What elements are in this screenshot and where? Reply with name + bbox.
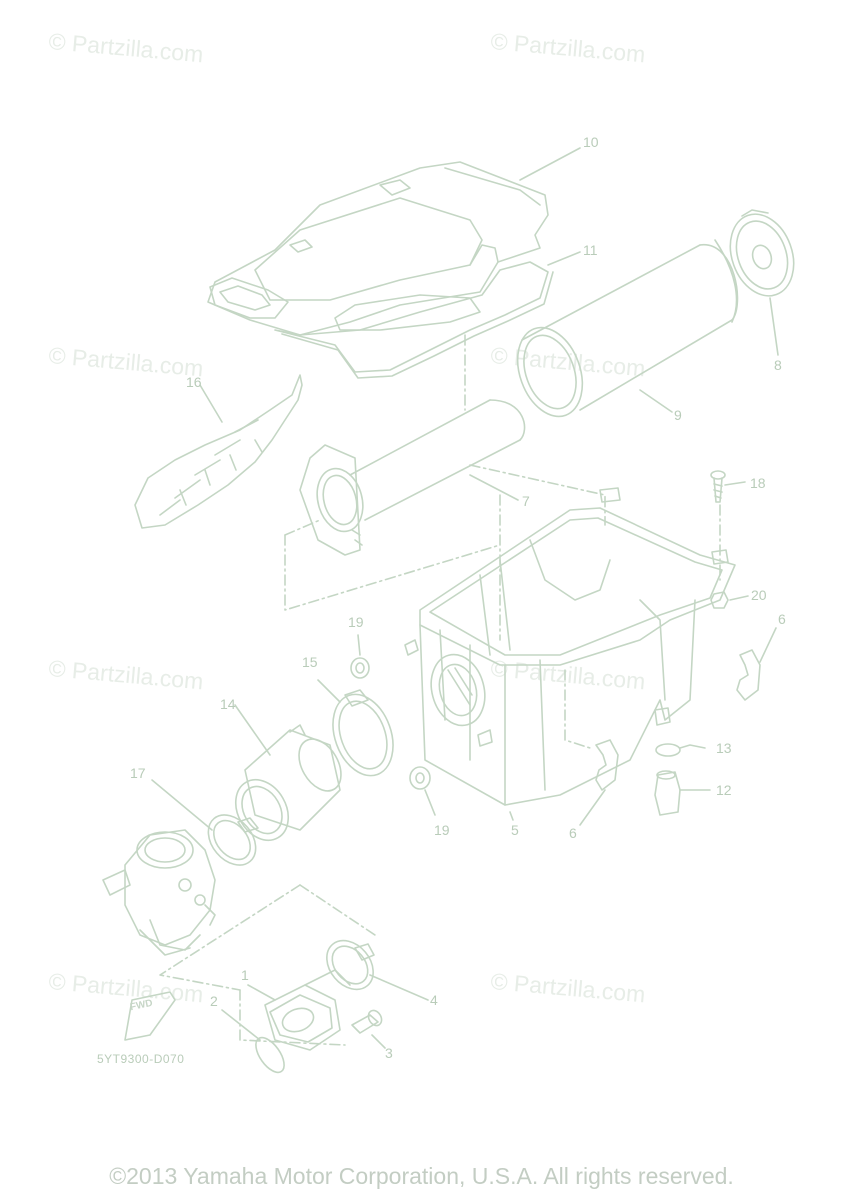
callout-11: 11 [583, 242, 598, 258]
callout-16: 16 [186, 374, 202, 390]
part-6-clamp-upper [736, 627, 777, 701]
part-19-grommet-upper [350, 634, 370, 679]
callout-3: 3 [385, 1045, 393, 1061]
callout-9: 9 [674, 407, 682, 423]
part-2-o-ring [221, 1009, 285, 1074]
part-17-band [151, 779, 259, 866]
part-15-hose-band [317, 679, 394, 777]
part-1-carb-joint [247, 969, 351, 1051]
callout-1: 1 [241, 967, 249, 983]
callout-4: 4 [430, 992, 438, 1008]
callout-10: 10 [583, 134, 599, 150]
part-5-airbox-case [404, 487, 736, 806]
diagram-code: 5YT9300-D070 [97, 1052, 185, 1066]
fwd-arrow-icon [124, 991, 176, 1041]
callout-8: 8 [774, 357, 782, 373]
part-12-drain-pipe [654, 770, 711, 816]
part-8-end-cap [729, 209, 795, 297]
callout-19-upper: 19 [348, 614, 364, 630]
copyright-notice: ©2013 Yamaha Motor Corporation, U.S.A. A… [109, 1163, 734, 1189]
callout-19-lower: 19 [434, 822, 450, 838]
part-13-clip [655, 743, 706, 757]
part-7-filter-frame [299, 399, 526, 556]
part-20-nut [710, 591, 749, 609]
part-3-bolt [351, 1009, 386, 1049]
callout-15: 15 [302, 654, 318, 670]
callout-6-lower: 6 [569, 825, 577, 841]
callout-20: 20 [751, 587, 767, 603]
part-14-intake-joint [234, 704, 342, 841]
callout-6-upper: 6 [778, 611, 786, 627]
callout-12: 12 [716, 782, 732, 798]
part-16-shield [134, 374, 303, 529]
callout-14: 14 [220, 696, 236, 712]
part-6-clamp-lower [579, 739, 619, 826]
callout-7: 7 [522, 493, 530, 509]
callout-18: 18 [750, 475, 766, 491]
part-9-filter-element [516, 239, 739, 418]
assembly-guide-lines [159, 334, 721, 1046]
callout-5: 5 [511, 822, 519, 838]
callout-2: 2 [210, 993, 218, 1009]
carburetor-reference [102, 829, 216, 956]
leader-lines [199, 147, 779, 821]
part-19-grommet-lower [409, 766, 436, 816]
part-4-band [326, 939, 429, 1001]
callout-17: 17 [130, 765, 146, 781]
part-18-screw [710, 470, 746, 503]
part-11-gasket [274, 261, 554, 379]
part-10-airbox-cover [207, 161, 549, 336]
callout-13: 13 [716, 740, 732, 756]
